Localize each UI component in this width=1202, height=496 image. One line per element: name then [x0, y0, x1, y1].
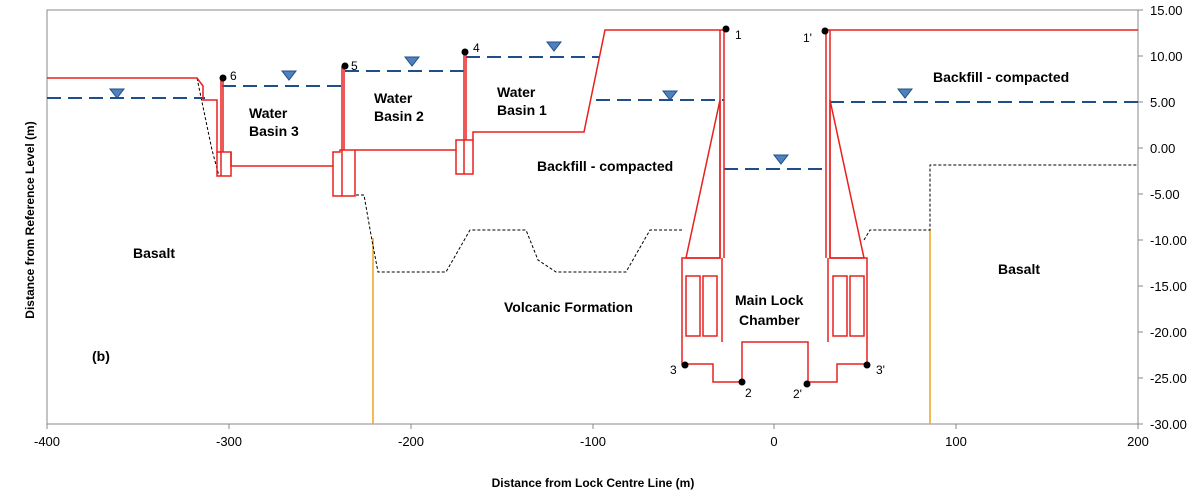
- label-basalt-right: Basalt: [998, 261, 1040, 277]
- y-tick-label: -10.00: [1150, 233, 1187, 248]
- x-tick-marks: [46, 424, 1139, 429]
- rock-boundaries: [196, 77, 1138, 273]
- point-6-label: 6: [230, 69, 237, 83]
- water-level-marker: [896, 88, 914, 99]
- point-1-marker: [722, 25, 730, 33]
- label-volcanic-formation: Volcanic Formation: [504, 299, 633, 315]
- point-3-marker: [681, 361, 689, 369]
- point-2-marker: [738, 378, 746, 386]
- x-tick-label: 0: [770, 434, 777, 449]
- y-axis-title: Distance from Reference Level (m): [23, 121, 37, 318]
- y-tick-label: -30.00: [1150, 417, 1187, 432]
- water-level-marker: [108, 88, 126, 99]
- ground-profile-left: [47, 29, 724, 167]
- point-5-label: 5: [351, 59, 358, 73]
- y-tick-label: -20.00: [1150, 325, 1187, 340]
- y-tick-label: 10.00: [1150, 49, 1183, 64]
- point-4-label: 4: [473, 41, 480, 55]
- label-water-basin-3-line2: Basin 3: [249, 123, 299, 139]
- label-basalt-left: Basalt: [133, 245, 175, 261]
- y-tick-label: -5.00: [1150, 187, 1180, 202]
- lock-structure: [47, 29, 1138, 383]
- volcanic-boundary-left: [356, 194, 682, 273]
- y-tick-label: 5.00: [1150, 95, 1175, 110]
- x-tick-label: 200: [1127, 434, 1149, 449]
- water-levels: [47, 56, 1138, 170]
- label-backfill-center: Backfill - compacted: [537, 158, 673, 174]
- label-water-basin-2-line2: Basin 2: [374, 108, 424, 124]
- volcanic-boundary-right: [863, 164, 1138, 241]
- water-level-marker: [661, 90, 679, 101]
- label-water-basin-1-line2: Basin 1: [497, 102, 547, 118]
- x-axis-title: Distance from Lock Centre Line (m): [492, 476, 695, 490]
- fault-lines: [372, 230, 931, 424]
- point-6-marker: [219, 74, 227, 82]
- point-1-label: 1: [735, 28, 742, 42]
- point-2-label: 2: [745, 386, 752, 400]
- water-level-marker: [545, 41, 563, 52]
- point-1p-label: 1': [803, 31, 812, 45]
- left-wall-taper: [685, 99, 721, 259]
- y-tick-label: -25.00: [1150, 371, 1187, 386]
- point-5-marker: [341, 62, 349, 70]
- point-4-marker: [461, 48, 469, 56]
- y-tick-label: -15.00: [1150, 279, 1187, 294]
- basalt-boundary-left-upper: [196, 77, 220, 177]
- point-3-label: 3: [670, 363, 677, 377]
- label-main-lock-line1: Main Lock: [735, 292, 804, 308]
- point-1p-marker: [821, 27, 829, 35]
- y-tick-label: 0.00: [1150, 141, 1175, 156]
- lock-chamber-outline: [681, 30, 868, 383]
- culvert-left-1: [685, 275, 701, 337]
- x-tick-label: 100: [945, 434, 967, 449]
- measurement-points: [219, 25, 871, 388]
- label-backfill-right: Backfill - compacted: [933, 69, 1069, 85]
- x-tick-label: -400: [34, 434, 60, 449]
- y-tick-marks: [1138, 9, 1143, 425]
- water-level-marker: [280, 70, 298, 81]
- point-3p-marker: [863, 361, 871, 369]
- label-water-basin-2-line1: Water: [374, 90, 413, 106]
- point-2p-label: 2': [793, 387, 802, 401]
- basin-3-foundation: [216, 152, 232, 177]
- right-wall-taper: [829, 99, 865, 259]
- basin-2-foundation: [332, 150, 356, 197]
- water-level-marker: [403, 56, 421, 67]
- water-level-marker: [772, 154, 790, 165]
- label-water-basin-1-line1: Water: [497, 84, 536, 100]
- label-main-lock-line2: Chamber: [739, 312, 800, 328]
- panel-label: (b): [92, 348, 110, 364]
- culvert-right-1: [832, 275, 848, 337]
- culvert-right-2: [849, 275, 865, 337]
- y-tick-label: 15.00: [1150, 3, 1183, 18]
- x-tick-label: -100: [580, 434, 606, 449]
- label-water-basin-3-line1: Water: [249, 105, 288, 121]
- x-tick-label: -300: [216, 434, 242, 449]
- point-2p-marker: [803, 380, 811, 388]
- water-level-markers: [108, 41, 914, 165]
- culvert-left-2: [702, 275, 718, 337]
- x-tick-label: -200: [398, 434, 424, 449]
- point-3p-label: 3': [876, 363, 885, 377]
